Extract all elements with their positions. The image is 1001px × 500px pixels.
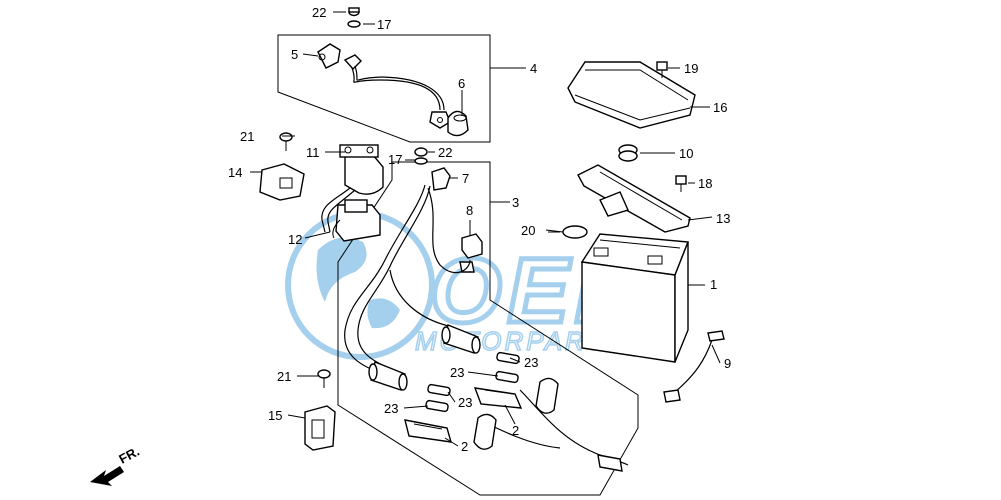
leader-lines xyxy=(250,11,721,447)
part-22-nut-top xyxy=(348,7,360,17)
callout-17-mid: 17 xyxy=(388,152,402,167)
frame-4 xyxy=(277,34,491,143)
part-2-fuse-box-upper xyxy=(473,387,523,409)
fuse-box-boots xyxy=(473,377,559,450)
callout-23-d: 23 xyxy=(458,395,472,410)
part-11-starter-relay xyxy=(321,144,384,233)
harness-end-connector xyxy=(597,454,623,472)
callout-15: 15 xyxy=(268,408,282,423)
part-4-battery-cable xyxy=(343,54,451,129)
callout-22-top: 22 xyxy=(312,5,326,20)
callout-2-right: 2 xyxy=(512,423,519,438)
part-21-screw-lower xyxy=(317,369,331,388)
callout-21-lower: 21 xyxy=(277,369,291,384)
callout-13: 13 xyxy=(716,211,730,226)
part-13-battery-stay xyxy=(577,164,691,233)
part-18-bolt xyxy=(675,175,687,192)
callout-20: 20 xyxy=(521,223,535,238)
callout-2-left: 2 xyxy=(461,439,468,454)
part-20-clamp xyxy=(548,225,588,239)
part-23-fuses xyxy=(425,351,520,413)
callout-14: 14 xyxy=(228,165,242,180)
callout-7: 7 xyxy=(462,171,469,186)
callout-23-c: 23 xyxy=(384,401,398,416)
part-9-negative-cable xyxy=(663,330,725,403)
callout-9: 9 xyxy=(724,356,731,371)
callout-4: 4 xyxy=(530,61,537,76)
watermark-globe-land xyxy=(316,237,400,329)
callout-19: 19 xyxy=(684,61,698,76)
part-16-battery-cover xyxy=(567,61,696,129)
frame-3 xyxy=(337,161,639,496)
part-8-connector xyxy=(459,233,483,273)
part-12-resistor xyxy=(332,199,381,242)
callout-labels: 22 17 5 4 6 21 11 14 12 17 22 7 3 8 19 1… xyxy=(228,5,731,454)
callout-18: 18 xyxy=(698,176,712,191)
front-direction-label: FR. xyxy=(116,444,142,467)
front-direction-arrow: FR. xyxy=(90,444,142,486)
part-21-screw-top xyxy=(279,132,293,151)
part-2-fuse-box-lower xyxy=(404,419,452,443)
callout-22-mid: 22 xyxy=(438,145,452,160)
callout-5: 5 xyxy=(291,47,298,62)
callout-8: 8 xyxy=(466,203,473,218)
callout-12: 12 xyxy=(288,232,302,247)
part-5-cap xyxy=(317,43,341,69)
part-10-rubber xyxy=(618,144,638,162)
part-6-boot xyxy=(447,110,469,137)
part-17-washer-mid xyxy=(414,157,428,165)
callout-6: 6 xyxy=(458,76,465,91)
callout-1: 1 xyxy=(710,277,717,292)
part-19-bolt xyxy=(656,61,668,78)
fuse-holder-lower xyxy=(368,361,408,391)
callout-23-a: 23 xyxy=(524,355,538,370)
part-14-bracket xyxy=(259,163,305,201)
callout-16: 16 xyxy=(713,100,727,115)
part-17-washer-top xyxy=(347,20,361,28)
part-1-battery xyxy=(580,233,689,363)
callout-23-b: 23 xyxy=(450,365,464,380)
callout-3: 3 xyxy=(512,195,519,210)
part-22-nut-mid xyxy=(414,147,428,157)
callout-17-top: 17 xyxy=(377,17,391,32)
callout-11: 11 xyxy=(306,145,320,160)
fuse-holder-upper xyxy=(441,324,481,354)
callout-10: 10 xyxy=(679,146,693,161)
callout-21-top: 21 xyxy=(240,129,254,144)
part-7-terminal xyxy=(431,167,451,191)
part-15-clip xyxy=(304,405,336,451)
